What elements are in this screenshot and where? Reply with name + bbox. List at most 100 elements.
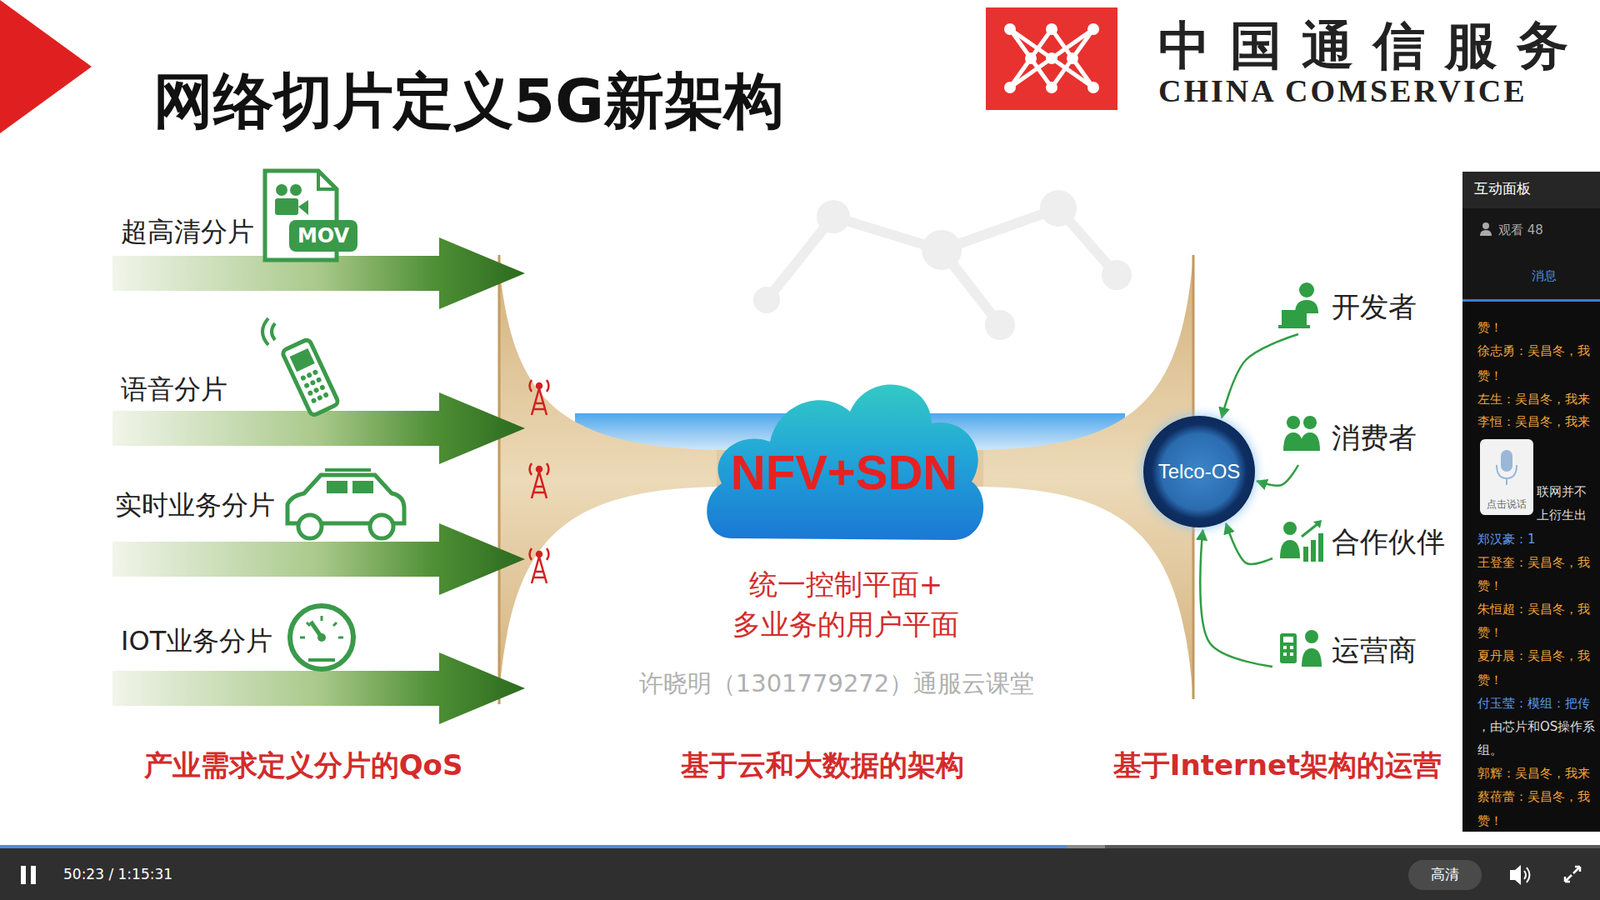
chat-message: 赞！ [1477,625,1503,640]
video-control-bar [0,845,1600,900]
company-logo-mark [1010,29,1094,88]
phone-icon [313,386,320,394]
role-icon [1278,325,1310,329]
phone-icon [316,394,324,401]
interaction-panel [1462,208,1600,301]
phone-icon [311,369,319,376]
role-icon [1300,432,1320,451]
quality-button: 高清 [1430,865,1460,883]
role-icon [1299,282,1315,298]
icon-badge-text: MOV [297,224,350,249]
video-control-bar [1408,860,1482,890]
chat-message: 夏丹晨：吴昌冬，我 [1477,648,1590,664]
role-icon [1303,415,1317,430]
company-logo-mark [1004,23,1016,35]
role-icon [1283,636,1294,643]
car-icon [298,515,322,539]
role-icon [1310,540,1316,562]
role-item: 消费者 [1275,412,1417,463]
chat-message: 郭辉：吴昌冬，我来 [1477,765,1590,781]
video-file-icon [265,170,358,260]
mic-button [1496,465,1517,479]
phone-icon [310,397,318,405]
car-icon [325,468,371,472]
company-logo-mark [1045,81,1058,94]
corner-triangle [0,0,92,134]
base-station-tower [536,466,542,472]
gauge-icon [317,633,326,642]
role-icon [1290,645,1294,650]
base-station-tower [530,380,550,584]
video-control-bar [0,845,1600,849]
chat-message: 王登奎：吴昌冬，我 [1477,555,1590,570]
base-station-tower [536,383,542,389]
video-file-icon [290,184,302,196]
role-icon [1283,645,1287,650]
faint-network-background [753,286,780,314]
video-file-icon [289,220,358,252]
viewer-count: 观看 48 [1498,222,1544,238]
mic-button [1480,439,1534,515]
slice-funnel [498,255,1194,705]
role-icon [1278,282,1319,329]
role-icon [1280,540,1300,559]
slide-title: 网络切片定义5G新架构 [153,65,785,137]
role-item: 合作伙伴 [1275,516,1445,567]
phone-icon [300,369,330,405]
column-caption: 基于Internet架构的运营 [1113,748,1442,783]
video-file-icon [275,184,288,196]
faint-network-background [985,310,1015,340]
role-icon [1313,520,1322,529]
phone-icon [319,384,326,391]
phone-icon [262,318,275,345]
role-name: 合作伙伴 [1331,525,1445,560]
phone-icon [303,382,310,390]
phone-icon [322,391,330,399]
mic-button [1480,439,1534,515]
video-control-bar [0,845,1105,849]
role-icon [1278,282,1324,667]
role-icon [1303,546,1309,562]
role-icon [1283,652,1287,656]
phone-icon [306,390,314,397]
role-icon [1283,415,1320,451]
role-icon [1318,533,1324,562]
role-name: 消费者 [1331,420,1417,455]
interaction-panel [1482,222,1490,230]
base-station-tower [531,556,547,584]
base-station-tower [536,551,542,557]
os-label: Telco-OS [1158,460,1241,485]
column-caption: 基于云和大数据的架构 [680,748,965,783]
chat-message: 左生：吴昌冬，我来 [1477,391,1590,407]
video-control-bar [0,845,1600,900]
role-item: 开发者 [1275,281,1417,332]
company-logo-mark [1045,23,1058,35]
base-station-tower [531,471,547,499]
car-icon [287,470,405,539]
phone-icon [281,338,340,416]
video-control-bar [20,865,26,885]
video-time: 50:23 / 1:15:31 [63,865,173,883]
video-control-bar [1565,866,1580,882]
cloud-title: NFV+SDN [730,443,958,502]
connector-arrow [1200,530,1273,667]
company-logo-mark [985,7,1118,110]
company-logo-mark [1004,23,1100,94]
mic-button [1505,478,1508,485]
role-icon [1290,652,1294,656]
chat-message: 上衍生出 [1536,507,1587,523]
phone-icon [309,379,316,386]
company-logo-mark [1004,81,1016,94]
cloud-caption: 统一控制平面+ 多业务的用户平面 [720,565,971,645]
interaction-panel [1462,171,1600,209]
company-logo-mark [1066,52,1079,65]
slice-label: IOT业务分片 [120,625,273,657]
role-name: 开发者 [1331,290,1417,325]
slice-label: 语音分片 [120,373,228,405]
base-station-tower [530,380,550,392]
company-logo-mark [985,7,1118,110]
car-icon [326,480,348,494]
role-icon [1280,633,1297,664]
connector-arrow [1225,523,1273,565]
